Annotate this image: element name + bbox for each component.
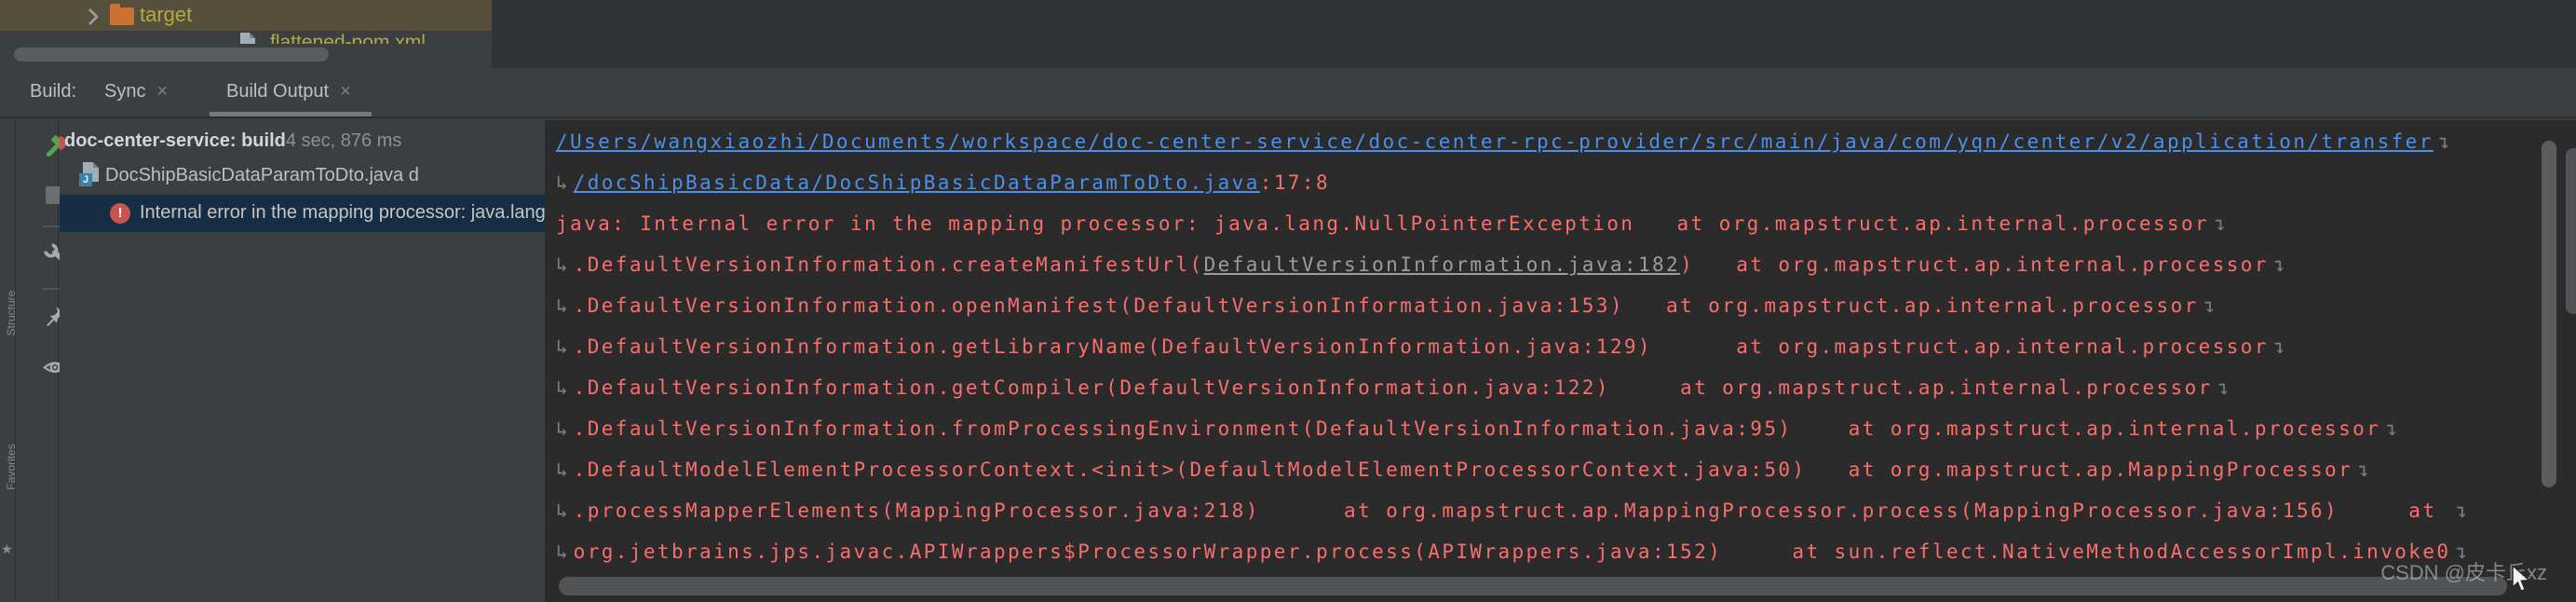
console-file-link[interactable]: DefaultVersionInformation.java:182 [1203,253,1681,276]
stripe-structure-button[interactable]: Structure [5,290,18,336]
error-icon: ! [110,203,130,224]
tree-row-label[interactable]: target [140,3,193,26]
soft-wrap-end-icon: ↴ [2214,212,2226,235]
build-tool-window: Structure Favorites ★ [0,120,2576,602]
toolbar-divider [43,226,69,227]
tab-sync[interactable]: Sync × [104,81,168,103]
console-line: ↳.DefaultVersionInformation.createManife… [556,251,2467,292]
soft-wrap-start-icon: ↳ [556,294,568,317]
console-file-link[interactable]: /Users/wangxiaozhi/Documents/workspace/d… [556,130,2434,153]
tool-window-stripe: Structure Favorites ★ [0,120,18,602]
console-line: ↳org.jetbrains.jps.javac.APIWrappers$Pro… [556,538,2467,579]
tree-row-target[interactable]: target [0,0,492,31]
console-error-text: .DefaultVersionInformation.openManifest(… [573,294,2199,317]
chevron-right-icon[interactable] [86,6,101,28]
build-toolbar [17,120,69,602]
soft-wrap-end-icon: ↴ [2217,376,2230,399]
console-error-text: java: Internal error in the mapping proc… [556,212,2210,235]
soft-wrap-end-icon: ↴ [2357,458,2369,481]
soft-wrap-start-icon: ↳ [556,376,568,399]
console-line: ↳.DefaultModelElementProcessorContext.<i… [556,456,2467,497]
tab-label: Build Output [226,81,330,102]
console-line: /Users/wangxiaozhi/Documents/workspace/d… [556,128,2467,169]
build-duration: 4 sec, 876 ms [285,130,402,151]
build-tree-error-row[interactable]: ! Internal error in the mapping processo… [60,195,545,232]
console-error-text: org.jetbrains.jps.javac.APIWrappers$Proc… [573,540,2451,563]
build-tree-root-row[interactable]: doc-center-service: build4 sec, 876 ms [60,130,545,162]
console-file-link[interactable]: /docShipBasicData/DocShipBasicDataParamT… [573,171,1260,194]
console-line: ↳.DefaultVersionInformation.getCompiler(… [556,374,2467,415]
project-tree-strip: target flattened-pom.xml [0,0,2576,68]
soft-wrap-end-icon: ↴ [2437,130,2450,153]
console-error-text: .DefaultVersionInformation.createManifes… [573,253,1204,276]
soft-wrap-end-icon: ↴ [2272,253,2285,276]
console-error-text: .processMapperElements(MappingProcessor.… [573,499,2451,522]
project-tree-panel: target flattened-pom.xml [0,0,492,68]
horizontal-scrollbar[interactable] [559,577,2507,595]
star-icon[interactable]: ★ [1,541,13,556]
soft-wrap-start-icon: ↳ [556,458,568,481]
build-tab-bar: Build: Sync × Build Output × [0,68,2576,178]
build-root-label: doc-center-service: build [64,130,286,151]
soft-wrap-start-icon: ↳ [556,253,568,276]
java-class-file-icon: J [79,162,102,186]
soft-wrap-start-icon: ↳ [556,335,568,358]
active-tab-indicator [210,112,372,116]
build-tree-file-row[interactable]: J DocShipBasicDataParamToDto.java d [60,162,545,194]
stop-build-icon[interactable] [46,186,63,204]
soft-wrap-end-icon: ↴ [2272,335,2285,358]
build-error-label: Internal error in the mapping processor:… [140,202,545,223]
close-icon[interactable]: × [156,81,169,102]
tab-label: Sync [104,81,146,102]
soft-wrap-end-icon: ↴ [2455,499,2468,522]
console-lines: /Users/wangxiaozhi/Documents/workspace/d… [556,128,2467,579]
console-line: ↳.DefaultVersionInformation.openManifest… [556,292,2467,333]
vertical-scrollbar[interactable] [2542,141,2556,487]
console-line: ↳.processMapperElements(MappingProcessor… [556,497,2467,538]
console-error-text: .DefaultVersionInformation.getCompiler(D… [573,376,2213,399]
build-file-label: DocShipBasicDataParamToDto.java d [105,165,419,185]
soft-wrap-start-icon: ↳ [556,499,568,522]
toolbar-divider [43,288,69,290]
watermark-text: CSDN @皮卡丘xz [2380,561,2547,584]
console-error-text: ) at org.mapstruct.ap.internal.processor [1680,253,2269,276]
soft-wrap-start-icon: ↳ [556,540,568,563]
soft-wrap-end-icon: ↴ [2385,417,2397,440]
tab-build-output[interactable]: Build Output × [226,81,351,103]
mouse-cursor-icon [2512,566,2531,593]
close-icon[interactable]: × [340,81,351,102]
build-group-label: Build: [30,81,77,102]
error-stripe-scrollbar[interactable] [2566,148,2576,314]
horizontal-scrollbar[interactable] [14,48,329,62]
console-line: ↳.DefaultVersionInformation.getLibraryNa… [556,333,2467,374]
build-result-tree: doc-center-service: build4 sec, 876 ms J… [60,120,545,602]
soft-wrap-start-icon: ↳ [556,171,568,194]
console-error-text: .DefaultVersionInformation.fromProcessin… [573,417,2381,440]
soft-wrap-end-icon: ↴ [2455,540,2468,563]
soft-wrap-end-icon: ↴ [2203,294,2216,317]
console-error-text: :17:8 [1259,171,1330,194]
stripe-favorites-button[interactable]: Favorites [5,444,18,490]
soft-wrap-start-icon: ↳ [556,417,568,440]
build-console[interactable]: /Users/wangxiaozhi/Documents/workspace/d… [545,120,2576,602]
error-badge-icon [60,136,66,150]
console-error-text: .DefaultVersionInformation.getLibraryNam… [573,335,2269,358]
console-error-text: .DefaultModelElementProcessorContext.<in… [573,458,2353,481]
console-line: java: Internal error in the mapping proc… [556,210,2467,251]
console-line: ↳/docShipBasicData/DocShipBasicDataParam… [556,169,2467,210]
console-line: ↳.DefaultVersionInformation.fromProcessi… [556,415,2467,456]
folder-icon [110,4,134,25]
